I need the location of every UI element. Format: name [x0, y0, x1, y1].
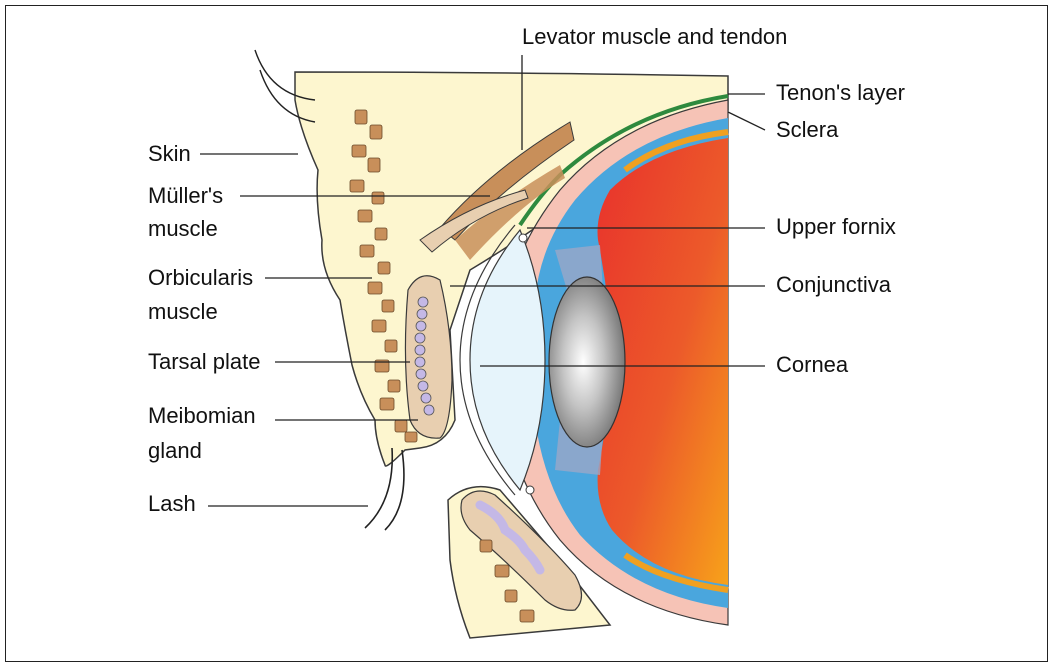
label-upper-fornix: Upper fornix: [776, 214, 896, 239]
retina-vitreous: [597, 138, 728, 585]
brow-hair-1: [254, 49, 316, 101]
label-tenon: Tenon's layer: [776, 80, 905, 105]
choroid-top: [623, 129, 729, 173]
label-levator: Levator muscle and tendon: [522, 24, 788, 49]
meibomian-gland-shape: [414, 296, 435, 416]
label-sclera: Sclera: [776, 117, 839, 142]
upper-fornix-marker: [518, 233, 528, 243]
label-lash: Lash: [148, 491, 196, 516]
brow-hair-2: [259, 69, 316, 123]
tarsal-plate-shape: [404, 275, 453, 439]
lower-meibomian: [475, 500, 545, 575]
label-skin: Skin: [148, 141, 191, 166]
cornea-outer-line: [459, 224, 516, 496]
label-meibomian-line1: Meibomian: [148, 403, 256, 428]
choroid-bottom: [623, 552, 729, 593]
label-tarsal-plate: Tarsal plate: [148, 349, 261, 374]
muller-muscle: [419, 189, 529, 253]
label-orbicularis-line2: muscle: [148, 299, 218, 324]
lens-shape: [548, 276, 626, 448]
leader-lines: [200, 55, 766, 507]
tenon-layer-shape: [518, 94, 729, 227]
cornea-shape: [469, 228, 546, 492]
label-conjunctiva: Conjunctiva: [776, 272, 891, 297]
lash-upper-2: [384, 449, 405, 531]
label-cornea: Cornea: [776, 352, 849, 377]
label-orbicularis-line1: Orbicularis: [148, 265, 254, 290]
label-muller-line1: Müller's: [148, 183, 224, 208]
lash-upper: [364, 447, 394, 529]
orbicularis-muscle-shape: [349, 109, 535, 623]
leader-sclera: [727, 111, 766, 131]
label-meibomian-line2: gland: [148, 438, 202, 463]
label-muller-line2: muscle: [148, 216, 218, 241]
lower-fornix-marker: [525, 485, 535, 495]
levator-tendon: [455, 165, 565, 260]
